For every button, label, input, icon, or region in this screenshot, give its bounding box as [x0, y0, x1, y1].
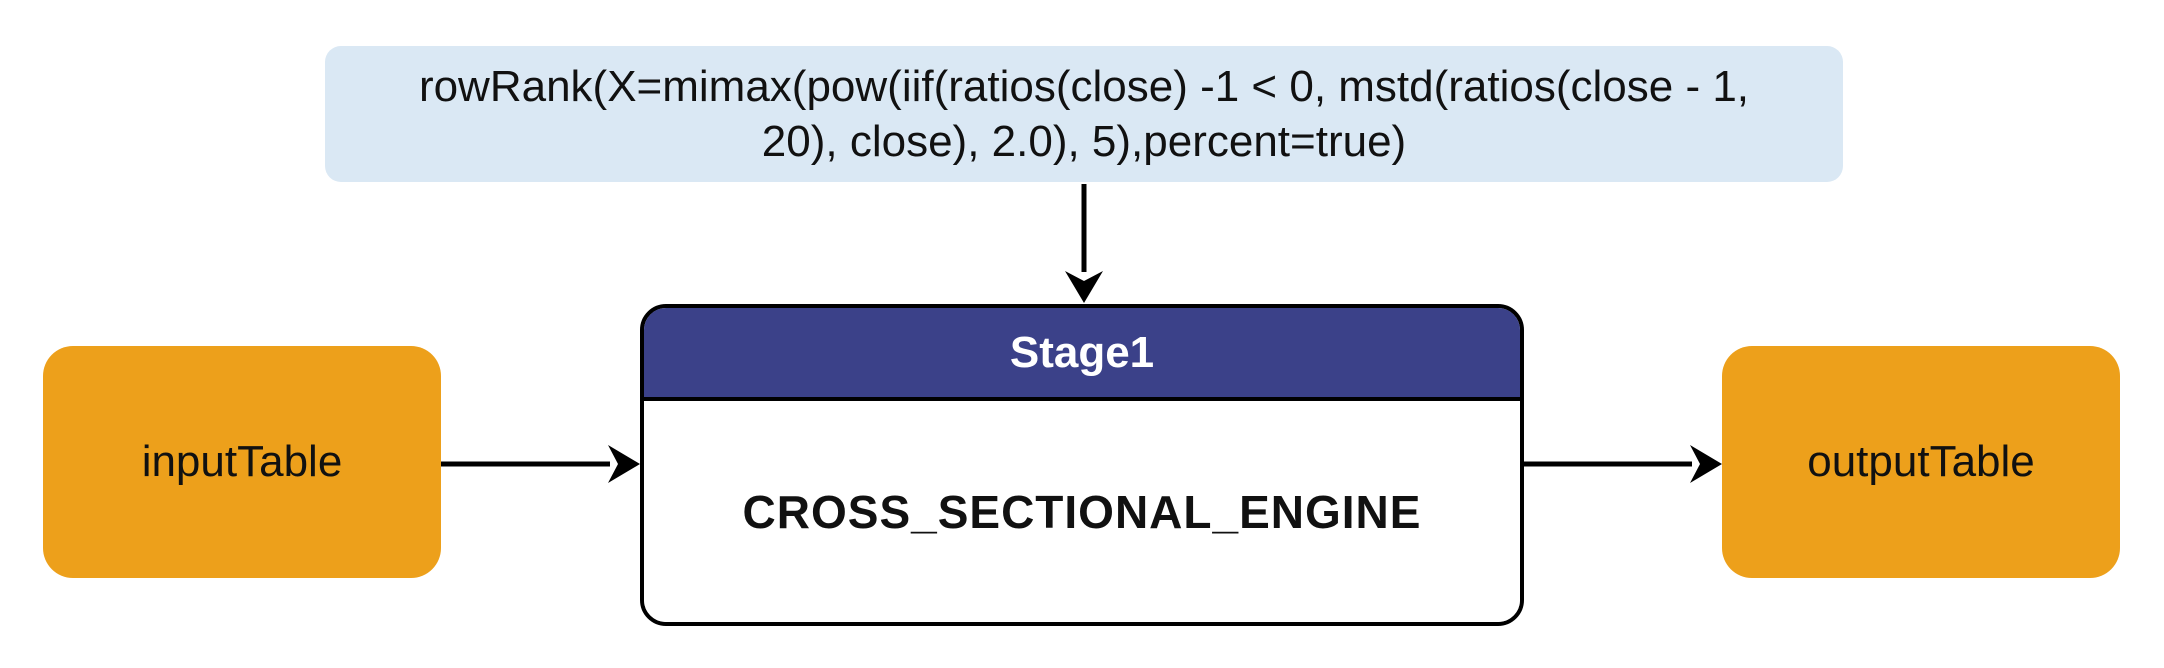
input-to-engine-arrow — [441, 445, 640, 483]
input-table-node: inputTable — [43, 346, 441, 578]
input-table-label: inputTable — [141, 437, 343, 486]
arrowhead-right-icon — [1690, 445, 1722, 483]
annotation-to-engine-arrow — [1065, 184, 1103, 303]
output-table-label: outputTable — [1807, 437, 2035, 486]
engine-body: CROSS_SECTIONAL_ENGINE — [644, 401, 1520, 622]
engine-node: Stage1 CROSS_SECTIONAL_ENGINE — [640, 304, 1524, 626]
output-table-node: outputTable — [1722, 346, 2120, 578]
engine-stage-label: Stage1 — [1009, 327, 1155, 377]
formula-annotation-box: rowRank(X=mimax(pow(iif(ratios(close) -1… — [325, 46, 1843, 182]
engine-to-output-arrow — [1524, 445, 1722, 483]
engine-header: Stage1 — [644, 308, 1520, 401]
arrowhead-right-icon — [608, 445, 640, 483]
arrowhead-down-icon — [1065, 271, 1103, 303]
formula-line-1: rowRank(X=mimax(pow(iif(ratios(close) -1… — [418, 62, 1750, 111]
formula-line-2: 20), close), 2.0), 5),percent=true) — [761, 117, 1407, 166]
engine-name-label: CROSS_SECTIONAL_ENGINE — [742, 485, 1422, 538]
